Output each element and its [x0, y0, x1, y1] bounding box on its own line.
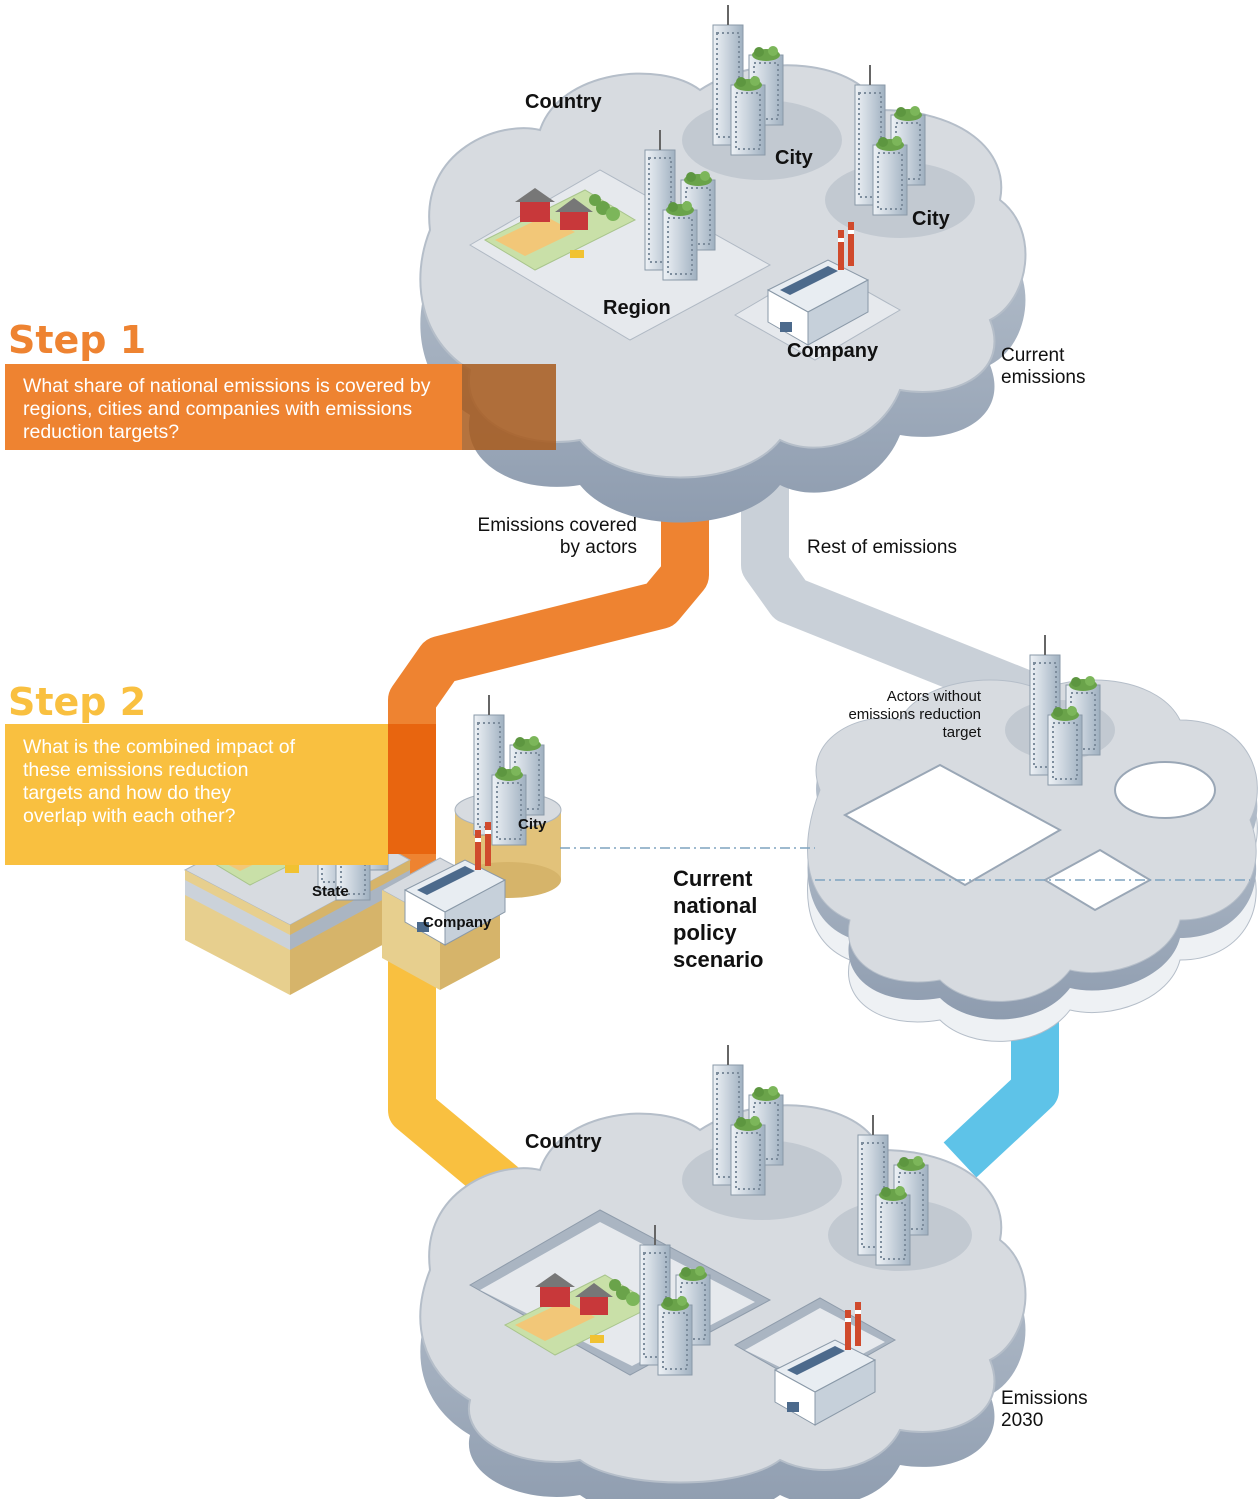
rest-of-emissions-flow: [741, 470, 1049, 723]
step1-question-box: What share of national emissions is cove…: [5, 364, 462, 450]
step2-overlay: [388, 724, 436, 854]
step1-question: What share of national emissions is cove…: [23, 375, 431, 443]
rest-of-emissions-label: Rest of emissions: [807, 537, 957, 558]
bottom-country-label: Country: [525, 1131, 602, 1153]
step2-question: What is the combined impact of these emi…: [23, 736, 296, 827]
combined-impact-flow: [388, 960, 536, 1219]
top-region-label: Region: [603, 297, 671, 319]
actors-without-target-cloud: [807, 679, 1258, 1042]
middle-company-label: Company: [423, 914, 492, 931]
step1-title: Step 1: [8, 318, 147, 362]
step2-title: Step 2: [8, 680, 147, 724]
actors-without-target-label: Actors without emissions reduction targe…: [848, 688, 981, 741]
covered-emissions-label: Emissions covered by actors: [477, 515, 637, 558]
state-label: State: [312, 883, 349, 900]
step2-question-box: What is the combined impact of these emi…: [5, 724, 388, 865]
middle-city-label: City: [518, 816, 547, 833]
scenario-label: Current national policy scenario: [673, 866, 764, 972]
current-emissions-caption: Current emissions: [1001, 345, 1086, 388]
step1-overlay: [462, 364, 556, 450]
top-company-label: Company: [787, 340, 879, 362]
top-city-label-1: City: [775, 147, 813, 169]
top-city-label-2: City: [912, 208, 950, 230]
emissions-2030-caption: Emissions 2030: [1001, 1388, 1088, 1431]
top-country-label: Country: [525, 91, 602, 113]
